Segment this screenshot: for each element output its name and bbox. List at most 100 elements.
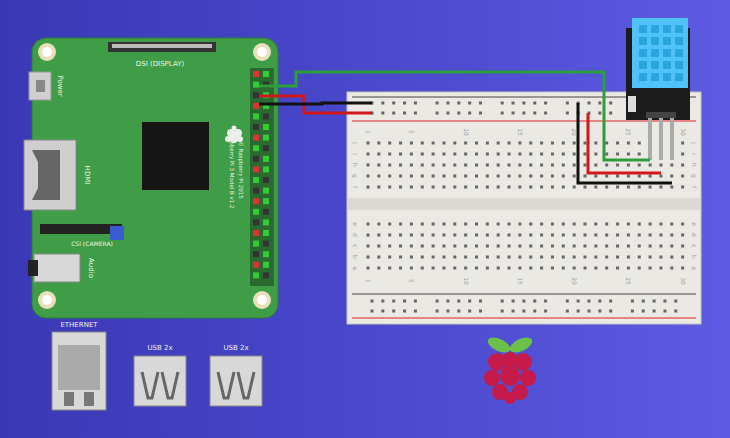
ethernet-port xyxy=(58,345,100,390)
breadboard-hole xyxy=(594,175,597,178)
rail-hole xyxy=(631,300,634,303)
breadboard-hole xyxy=(421,223,424,226)
gpio-pin xyxy=(253,188,259,194)
port-label: HDMI xyxy=(83,166,90,185)
breadboard-hole xyxy=(562,245,565,248)
csi-connector xyxy=(110,226,124,240)
breadboard-hole xyxy=(551,153,554,156)
breadboard-index: c xyxy=(691,244,697,247)
rail-hole xyxy=(446,102,449,105)
gpio-pin xyxy=(263,113,269,119)
breadboard-hole xyxy=(670,164,673,167)
rail-hole xyxy=(577,300,580,303)
breadboard-hole xyxy=(464,153,467,156)
rail-hole xyxy=(522,300,525,303)
breadboard-hole xyxy=(616,234,619,237)
usb-port xyxy=(218,372,254,398)
gpio-pin xyxy=(253,71,259,77)
breadboard-hole xyxy=(410,153,413,156)
rail-hole xyxy=(468,310,471,313)
breadboard-hole xyxy=(551,142,554,145)
breadboard-hole xyxy=(518,267,521,270)
breadboard-hole xyxy=(497,164,500,167)
breadboard-hole xyxy=(410,186,413,189)
sensor-slot xyxy=(675,49,683,57)
breadboard-hole xyxy=(432,245,435,248)
breadboard-hole xyxy=(486,164,489,167)
breadboard-hole xyxy=(605,153,608,156)
rail-hole xyxy=(501,300,504,303)
breadboard-hole xyxy=(399,223,402,226)
breadboard-hole xyxy=(670,267,673,270)
rail-hole xyxy=(522,310,525,313)
dht-sensor xyxy=(632,18,688,88)
breadboard-hole xyxy=(594,267,597,270)
breadboard-hole xyxy=(540,186,543,189)
breadboard-hole xyxy=(562,223,565,226)
breadboard-hole xyxy=(377,256,380,259)
breadboard-hole xyxy=(367,164,370,167)
gpio-pin xyxy=(253,209,259,215)
gpio-pin xyxy=(253,177,259,183)
breadboard-hole xyxy=(551,234,554,237)
sensor-slot xyxy=(651,37,659,45)
board-logo xyxy=(225,126,243,144)
breadboard-hole xyxy=(442,164,445,167)
breadboard-hole xyxy=(681,175,684,178)
breadboard-index: 25 xyxy=(625,128,631,136)
breadboard-index: f xyxy=(352,186,358,188)
gpio-pin xyxy=(253,241,259,247)
gpio-pin xyxy=(253,82,259,88)
rail-hole xyxy=(436,310,439,313)
breadboard-hole xyxy=(410,223,413,226)
breadboard-hole xyxy=(638,267,641,270)
breadboard-hole xyxy=(605,267,608,270)
breadboard-hole xyxy=(421,245,424,248)
breadboard-index: d xyxy=(352,233,358,237)
breadboard-hole xyxy=(529,164,532,167)
breadboard-hole xyxy=(508,267,511,270)
breadboard-hole xyxy=(432,267,435,270)
breadboard-hole xyxy=(638,175,641,178)
breadboard-hole xyxy=(562,267,565,270)
breadboard-hole xyxy=(475,234,478,237)
rail-hole xyxy=(566,102,569,105)
breadboard-hole xyxy=(442,223,445,226)
breadboard-hole xyxy=(442,175,445,178)
sensor-slot xyxy=(651,49,659,57)
breadboard-hole xyxy=(508,234,511,237)
breadboard-hole xyxy=(551,223,554,226)
mount-hole xyxy=(42,47,52,57)
breadboard-index: j xyxy=(691,142,697,144)
breadboard-index: 5 xyxy=(408,279,414,283)
breadboard-hole xyxy=(562,153,565,156)
breadboard-hole xyxy=(584,164,587,167)
breadboard-hole xyxy=(464,234,467,237)
rail-hole xyxy=(588,300,591,303)
breadboard-hole xyxy=(486,153,489,156)
breadboard-index: f xyxy=(691,186,697,188)
breadboard-hole xyxy=(529,186,532,189)
breadboard-hole xyxy=(442,256,445,259)
sensor-pin xyxy=(648,118,652,160)
breadboard-index: i xyxy=(352,153,358,155)
csi-connector xyxy=(40,224,122,234)
breadboard-hole xyxy=(616,223,619,226)
breadboard-hole xyxy=(562,164,565,167)
rail-hole xyxy=(436,300,439,303)
gpio-pin xyxy=(263,145,269,151)
gpio-pin xyxy=(253,92,259,98)
gpio-pin xyxy=(263,71,269,77)
breadboard-hole xyxy=(529,245,532,248)
breadboard-index: j xyxy=(352,142,358,144)
gpio-header xyxy=(250,68,274,286)
sensor-slot xyxy=(663,37,671,45)
breadboard-hole xyxy=(540,142,543,145)
rail-line xyxy=(352,318,696,319)
breadboard-hole xyxy=(649,234,652,237)
breadboard-hole xyxy=(497,245,500,248)
breadboard-hole xyxy=(638,245,641,248)
breadboard-hole xyxy=(562,234,565,237)
gpio-pin xyxy=(263,272,269,278)
breadboard-hole xyxy=(551,267,554,270)
